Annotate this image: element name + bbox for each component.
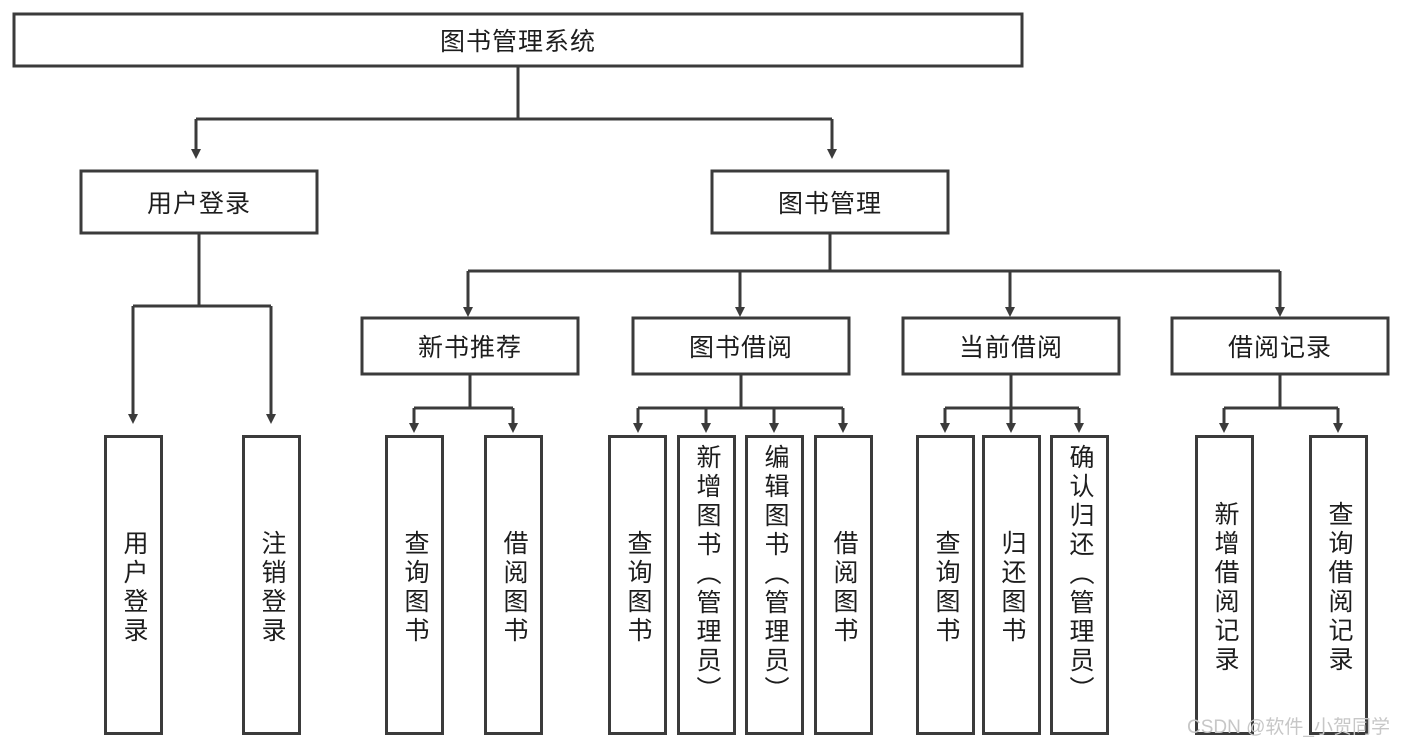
node-book-borrow[interactable] xyxy=(631,316,851,376)
leaf-borrow-book-2[interactable]: 借阅图书 xyxy=(814,435,873,735)
leaf-add-book[interactable]: 新增图书（管理员） xyxy=(677,435,736,735)
leaf-user-login-label: 用户登录 xyxy=(120,530,148,646)
leaf-borrow-book-1[interactable]: 借阅图书 xyxy=(484,435,543,735)
leaf-edit-book[interactable]: 编辑图书（管理员） xyxy=(745,435,804,735)
node-new-book-recommend-label: 新书推荐 xyxy=(417,334,522,362)
node-book-management-box[interactable]: 图书管理 xyxy=(712,171,948,233)
node-borrow-record-label: 借阅记录 xyxy=(1227,334,1332,362)
leaf-query-record-label: 查询借阅记录 xyxy=(1325,501,1353,675)
node-current-borrow[interactable] xyxy=(901,316,1121,376)
node-root-box[interactable]: 图书管理系统 xyxy=(14,14,1022,66)
leaf-query-book-1[interactable]: 查询图书 xyxy=(385,435,444,735)
leaf-add-record[interactable]: 新增借阅记录 xyxy=(1195,435,1254,735)
node-user-login-label: 用户登录 xyxy=(146,190,251,218)
leaf-user-login[interactable]: 用户登录 xyxy=(104,435,163,735)
node-book-borrow-box[interactable]: 图书借阅 xyxy=(633,318,849,374)
node-borrow-record-box[interactable]: 借阅记录 xyxy=(1172,318,1388,374)
leaf-query-book-3[interactable]: 查询图书 xyxy=(916,435,975,735)
connector-user-login-to-leaves xyxy=(128,233,276,424)
leaf-borrow-book-1-label: 借阅图书 xyxy=(500,530,528,646)
node-current-borrow-label: 当前借阅 xyxy=(958,334,1063,362)
connector-new-book-recommend-to-leaves xyxy=(409,374,518,433)
node-borrow-record[interactable] xyxy=(1170,316,1390,376)
leaf-query-book-3-label: 查询图书 xyxy=(932,530,960,646)
node-root[interactable] xyxy=(12,12,1024,68)
leaf-user-logout[interactable]: 注销登录 xyxy=(242,435,301,735)
leaf-confirm-return-label: 确认归还（管理员） xyxy=(1066,444,1094,705)
leaf-query-book-1-label: 查询图书 xyxy=(401,530,429,646)
node-book-management-label: 图书管理 xyxy=(777,190,882,218)
connector-root-to-level1 xyxy=(191,66,837,159)
leaf-query-record[interactable]: 查询借阅记录 xyxy=(1309,435,1368,735)
node-user-login-box[interactable]: 用户登录 xyxy=(81,171,317,233)
node-book-borrow-label: 图书借阅 xyxy=(688,334,793,362)
leaf-query-book-2[interactable]: 查询图书 xyxy=(608,435,667,735)
leaf-query-book-2-label: 查询图书 xyxy=(624,530,652,646)
leaf-confirm-return[interactable]: 确认归还（管理员） xyxy=(1050,435,1109,735)
leaf-add-record-label: 新增借阅记录 xyxy=(1211,501,1239,675)
leaf-return-book[interactable]: 归还图书 xyxy=(982,435,1041,735)
node-root-label: 图书管理系统 xyxy=(439,28,596,56)
leaf-edit-book-label: 编辑图书（管理员） xyxy=(761,444,789,705)
leaf-user-logout-label: 注销登录 xyxy=(258,530,286,646)
connector-book-borrow-to-leaves xyxy=(633,374,848,433)
connector-borrow-record-to-leaves xyxy=(1219,374,1343,433)
leaf-return-book-label: 归还图书 xyxy=(998,530,1026,646)
leaf-add-book-label: 新增图书（管理员） xyxy=(693,444,721,705)
node-new-book-recommend[interactable] xyxy=(360,316,580,376)
node-current-borrow-box[interactable]: 当前借阅 xyxy=(903,318,1119,374)
leaf-borrow-book-2-label: 借阅图书 xyxy=(830,530,858,646)
connector-book-management-to-level2 xyxy=(463,233,1285,317)
node-book-management[interactable] xyxy=(710,169,950,235)
node-new-book-recommend-box[interactable]: 新书推荐 xyxy=(362,318,578,374)
connector-current-borrow-to-leaves xyxy=(940,374,1084,433)
